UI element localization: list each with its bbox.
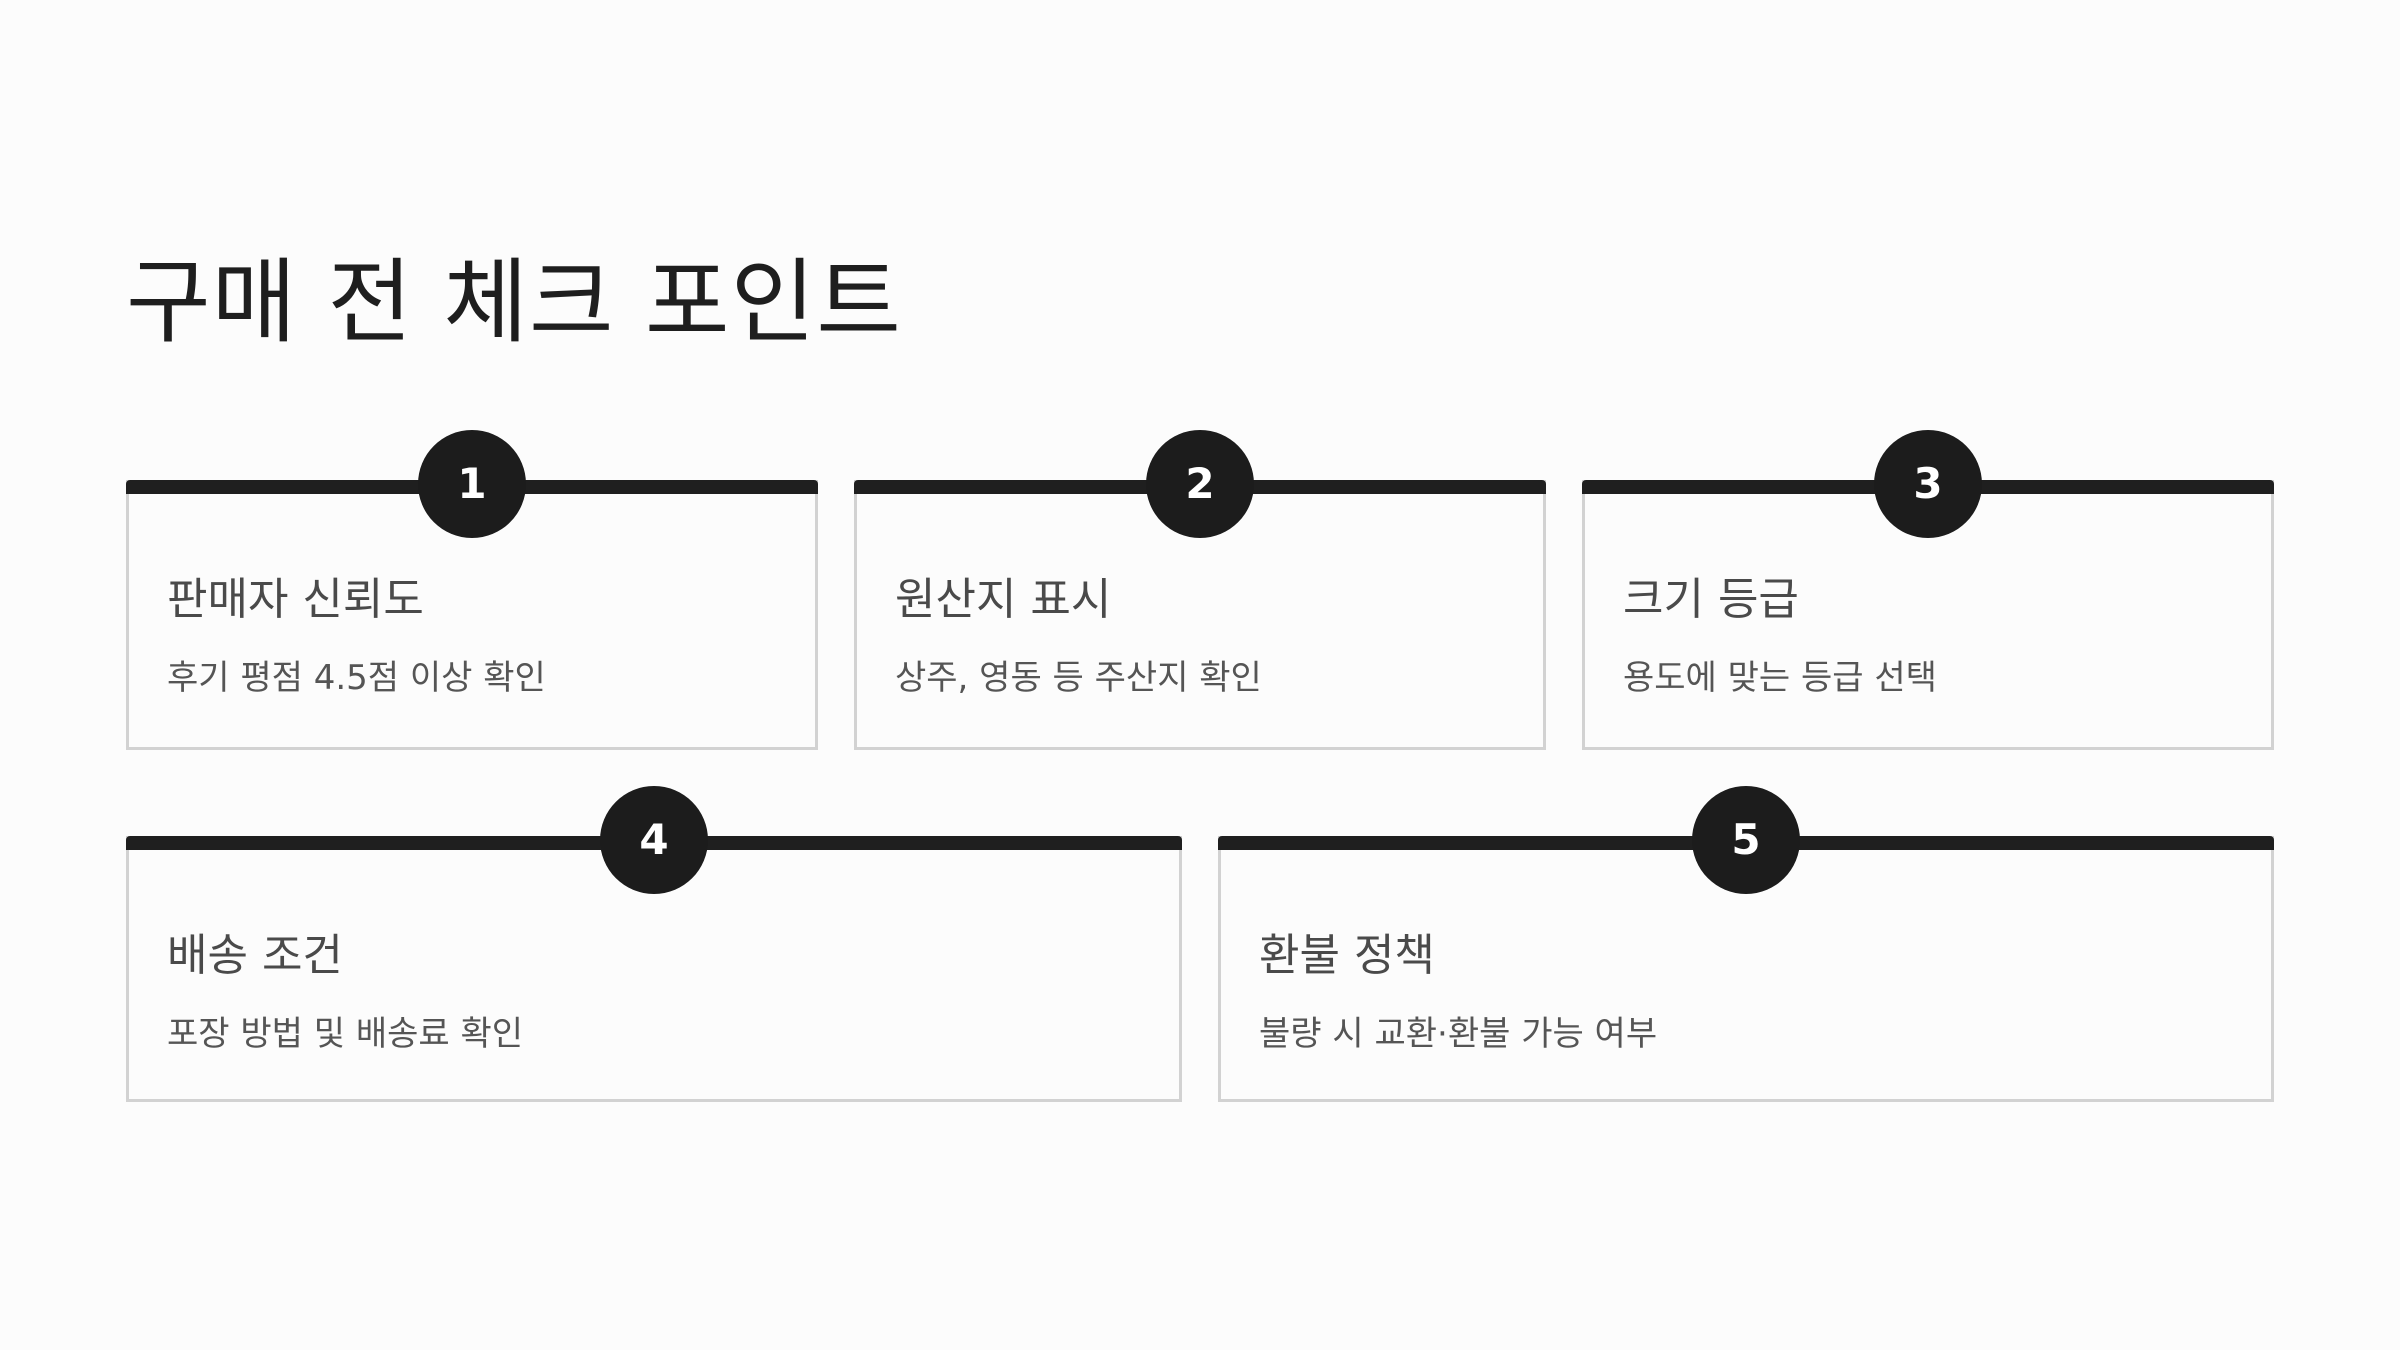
checkpoint-card-refund-policy: 5 환불 정책 불량 시 교환·환불 가능 여부 [1218, 786, 2274, 1102]
checkpoint-card-origin-label: 2 원산지 표시 상주, 영동 등 주산지 확인 [854, 430, 1546, 750]
step-number-badge: 4 [600, 786, 708, 894]
card-title: 판매자 신뢰도 [167, 574, 424, 625]
card-title: 크기 등급 [1623, 574, 1799, 625]
checkpoint-card-shipping: 4 배송 조건 포장 방법 및 배송료 확인 [126, 786, 1182, 1102]
card-description: 불량 시 교환·환불 가능 여부 [1259, 1014, 1658, 1054]
step-number-badge: 3 [1874, 430, 1982, 538]
card-title: 환불 정책 [1259, 930, 1435, 981]
page-title: 구매 전 체크 포인트 [126, 249, 902, 356]
card-title: 원산지 표시 [895, 574, 1112, 625]
step-number-badge: 1 [418, 430, 526, 538]
checkpoint-card-size-grade: 3 크기 등급 용도에 맞는 등급 선택 [1582, 430, 2274, 750]
card-description: 상주, 영동 등 주산지 확인 [895, 658, 1262, 698]
step-number-badge: 2 [1146, 430, 1254, 538]
card-description: 후기 평점 4.5점 이상 확인 [167, 658, 546, 698]
card-description: 포장 방법 및 배송료 확인 [167, 1014, 524, 1054]
card-description: 용도에 맞는 등급 선택 [1623, 658, 1937, 698]
step-number-badge: 5 [1692, 786, 1800, 894]
card-title: 배송 조건 [167, 930, 343, 981]
checkpoint-card-seller-trust: 1 판매자 신뢰도 후기 평점 4.5점 이상 확인 [126, 430, 818, 750]
